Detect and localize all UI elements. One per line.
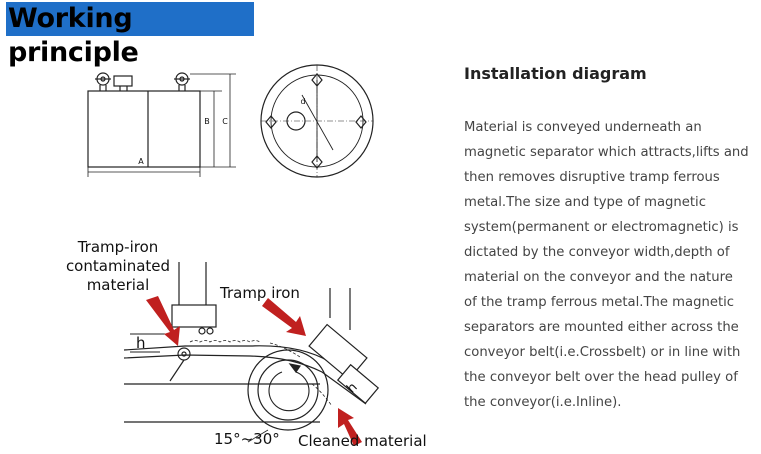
label-contaminated-line-2: contaminated	[66, 257, 170, 275]
description-line: material on the conveyor and the nature	[464, 270, 733, 285]
description-line: separators are mounted either across the	[464, 320, 739, 335]
installation-diagram-title: Installation diagram	[464, 64, 647, 83]
description-paragraph: Material is conveyed underneath an magne…	[464, 115, 754, 415]
banner-title: Working principle	[8, 3, 139, 68]
conveyor-drawing	[123, 262, 380, 443]
label-cleaned-material: Cleaned material	[298, 432, 427, 450]
description-line: system(permanent or electromagnetic) is	[464, 220, 739, 235]
red-arrows	[146, 296, 362, 446]
arrow-tramp-iron	[262, 298, 306, 336]
arrow-contaminated	[146, 296, 180, 346]
dim-c-label: C	[222, 117, 228, 126]
description-line: dictated by the conveyor width,depth of	[464, 245, 730, 260]
description-line: conveyor belt(i.e.Crossbelt) or in line …	[464, 345, 741, 360]
arrow-cleaned	[338, 408, 362, 446]
description-line: the conveyor belt over the head pulley o…	[464, 370, 738, 385]
label-contaminated-line-1: Tramp-iron	[77, 238, 159, 256]
section-banner: Working principle	[6, 2, 254, 68]
description-line: magnetic separator which attracts,lifts …	[464, 145, 749, 160]
installation-diagram: A B C d Tramp-iron contaminated material…	[66, 64, 427, 450]
description-line: of the tramp ferrous metal.The magnetic	[464, 295, 735, 310]
label-angle: 15°~30°	[214, 430, 280, 448]
top-view-drawing	[260, 64, 374, 178]
description-line: metal.The size and type of magnetic	[464, 195, 706, 210]
description-line: then removes disruptive tramp ferrous	[464, 170, 720, 185]
description-line: Material is conveyed underneath an	[464, 120, 702, 135]
label-h-left: h	[136, 334, 146, 352]
side-view-drawing	[87, 72, 236, 177]
dim-d-label: d	[300, 97, 305, 106]
label-contaminated-line-3: material	[87, 276, 150, 294]
label-tramp-iron: Tramp iron	[219, 284, 300, 302]
description-line: the conveyor(i.e.Inline).	[464, 395, 622, 410]
dim-b-label: B	[204, 117, 210, 126]
dim-a-label: A	[138, 157, 144, 166]
